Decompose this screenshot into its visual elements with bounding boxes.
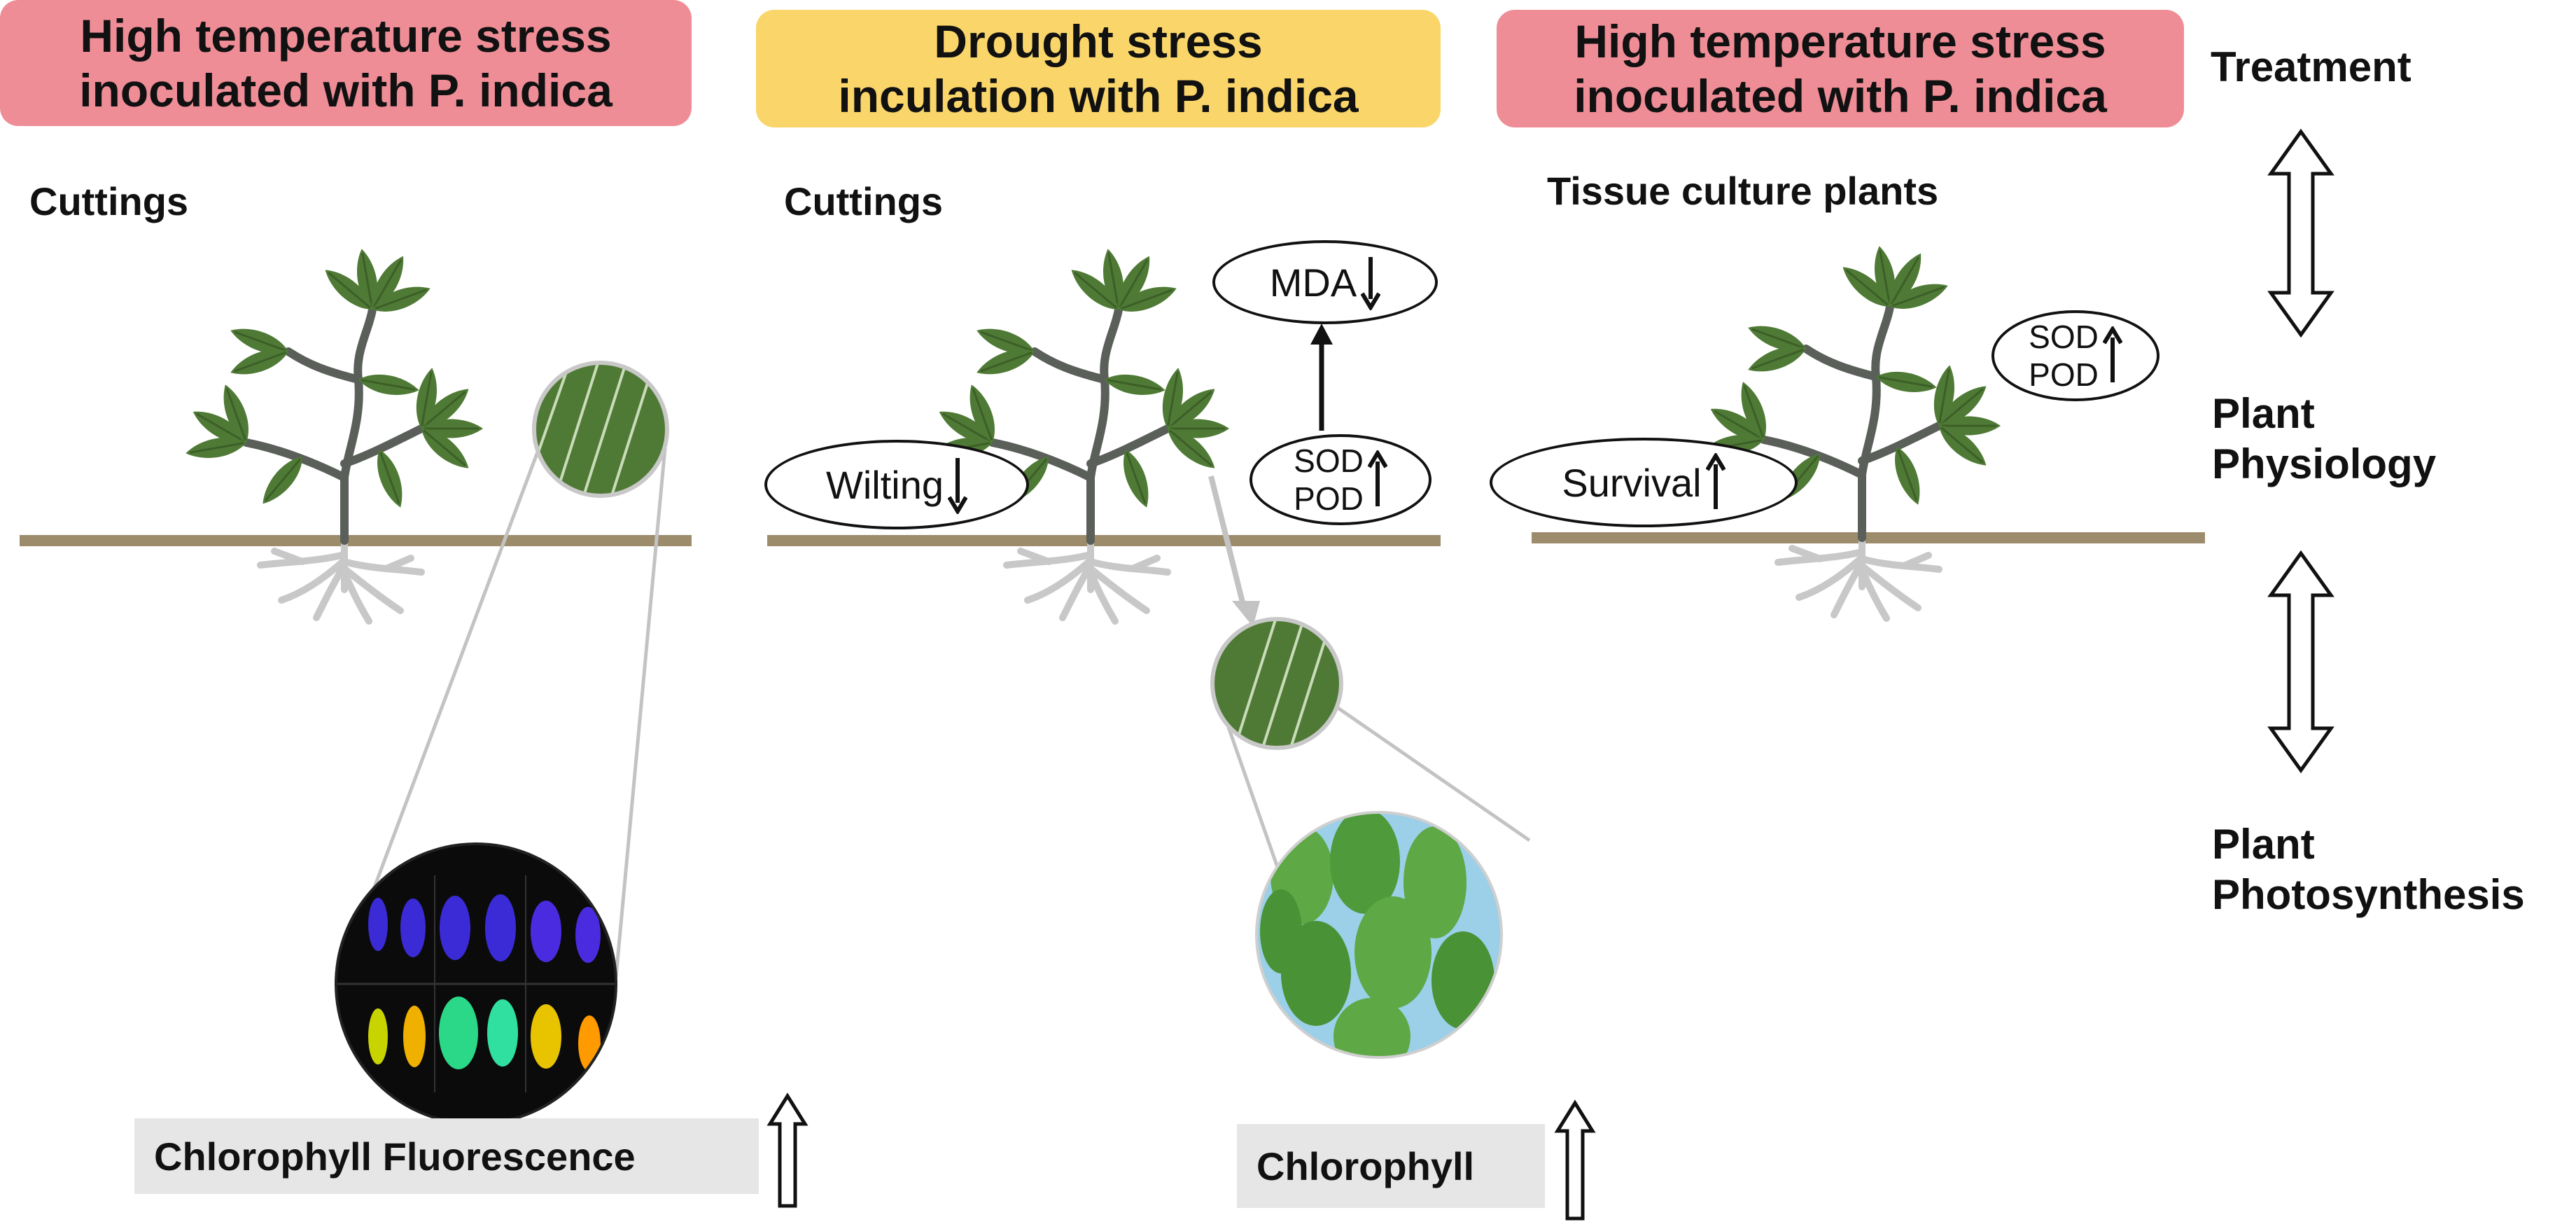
oval-mda: MDA [1212, 240, 1438, 324]
axis-treatment: Treatment [2211, 43, 2412, 90]
double-arrow-physiology-photosynthesis-icon [2267, 550, 2334, 774]
header-left-text: High temperature stress inoculated with … [79, 10, 612, 116]
label-left-cuttings: Cuttings [29, 179, 189, 223]
arrow-sod-to-mda-head [1310, 324, 1333, 345]
leaf-zoom-left-icon [532, 361, 669, 498]
chloroplast-image-icon [1255, 811, 1503, 1059]
up-arrow-chlorophyll-icon [1554, 1099, 1596, 1221]
header-right: High temperature stress inoculated with … [1497, 10, 2184, 127]
plant-right-icon [1702, 244, 2001, 618]
header-left: High temperature stress inoculated with … [0, 0, 692, 126]
oval-sod-pod-middle: SOD POD [1250, 434, 1432, 525]
zoom-lines-left [369, 447, 667, 978]
gray-arrow-head [1232, 601, 1260, 627]
axis-plant-photosynthesis: Plant Photosynthesis [2212, 821, 2525, 918]
oval-sod-pod-right: SOD POD [1991, 310, 2160, 401]
header-middle: Drought stress inculation with P. indica [756, 10, 1441, 127]
oval-survival: Survival [1490, 438, 1798, 527]
up-arrow-fluorescence-icon [766, 1092, 808, 1208]
label-right-tissue-culture: Tissue culture plants [1547, 169, 1939, 213]
down-arrow-icon [1361, 257, 1381, 310]
down-arrow-icon [948, 458, 968, 514]
oval-wilting: Wilting [764, 440, 1029, 529]
oval-survival-text: Survival [1562, 460, 1702, 505]
gray-arrow-line [1208, 475, 1245, 603]
oval-wilting-text: Wilting [825, 462, 944, 507]
axis-plant-physiology: Plant Physiology [2212, 390, 2437, 487]
up-arrow-icon [1367, 450, 1387, 506]
oval-sod-pod-right-text: SOD POD [2029, 319, 2099, 393]
label-chlorophyll-fluorescence: Chlorophyll Fluorescence [134, 1118, 759, 1194]
double-arrow-treatment-physiology-icon [2267, 128, 2334, 338]
header-right-text: High temperature stress inoculated with … [1574, 15, 2107, 122]
label-chlorophyll: Chlorophyll [1237, 1124, 1545, 1208]
fluorescence-image-icon [335, 842, 617, 1125]
up-arrow-icon [2102, 326, 2122, 382]
plant-left-icon [184, 247, 483, 621]
up-arrow-icon [1705, 453, 1726, 509]
oval-mda-text: MDA [1269, 260, 1357, 305]
plant-middle-icon [930, 247, 1229, 621]
header-middle-text: Drought stress inculation with P. indica [838, 15, 1359, 122]
oval-sod-pod-middle-text: SOD POD [1294, 443, 1364, 517]
label-middle-cuttings: Cuttings [784, 179, 944, 223]
